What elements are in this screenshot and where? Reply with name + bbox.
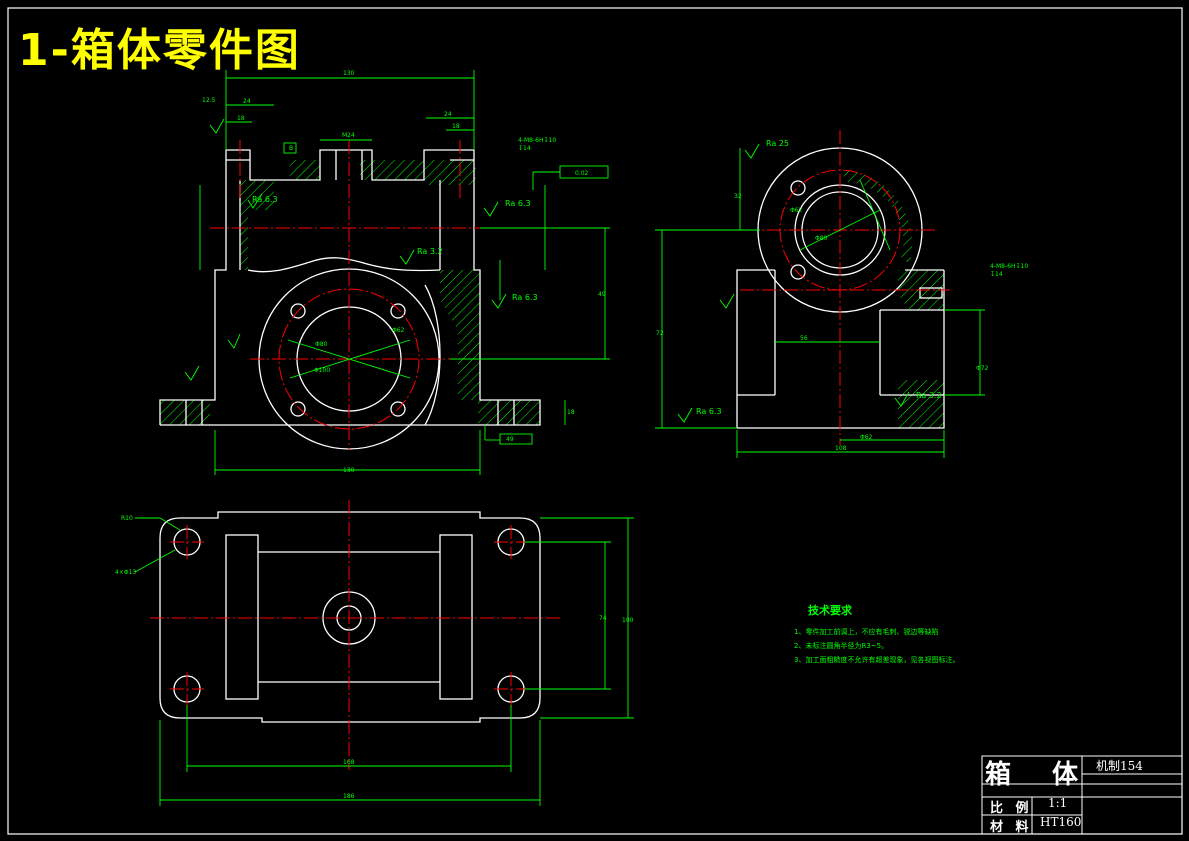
- svg-text:18: 18: [452, 123, 460, 130]
- svg-text:72: 72: [656, 330, 664, 337]
- front-view: 130 24 18 24 18 M24 130 49 18 B 0.02 12.…: [159, 70, 610, 475]
- svg-text:4-M8-6H↧10: 4-M8-6H↧10: [990, 263, 1028, 270]
- svg-text:186: 186: [343, 793, 355, 800]
- svg-text:0.02: 0.02: [575, 170, 589, 177]
- svg-text:Ra 6.3: Ra 6.3: [505, 199, 531, 208]
- top-view-centerlines: [150, 500, 560, 770]
- svg-text:12.5: 12.5: [202, 97, 216, 104]
- svg-text:↧14: ↧14: [518, 145, 531, 152]
- drawing-frame: [7, 7, 1183, 835]
- title-block-lines: [981, 755, 1183, 835]
- svg-text:Φ80: Φ80: [815, 235, 828, 242]
- top-view-outline: [159, 511, 541, 723]
- side-view-roughness: Ra 25 Ra 6.3 Ra 3.2: [696, 139, 942, 416]
- svg-text:Φ62: Φ62: [860, 434, 873, 441]
- svg-text:Ra 3.2: Ra 3.2: [916, 391, 942, 400]
- page-title: 1-箱体零件图: [18, 25, 301, 76]
- front-view-roughness-symbols: [184, 118, 507, 381]
- side-view-roughness-symbols: [677, 143, 910, 423]
- side-view: 72 108 Φ62 56 Φ72 32 Φ80 Φ62 4-M8-6H↧10 …: [655, 130, 1028, 458]
- svg-text:49: 49: [506, 436, 514, 443]
- svg-text:Ra 6.3: Ra 6.3: [512, 293, 538, 302]
- svg-text:Φ72: Φ72: [976, 365, 989, 372]
- svg-text:M24: M24: [342, 132, 355, 139]
- svg-text:49: 49: [598, 291, 606, 298]
- svg-text:56: 56: [800, 335, 808, 342]
- svg-text:Φ80: Φ80: [315, 341, 328, 348]
- svg-text:4-M8-6H↧10: 4-M8-6H↧10: [518, 137, 556, 144]
- svg-text:18: 18: [237, 115, 245, 122]
- title-block-material-value: HT160: [1040, 815, 1082, 829]
- svg-text:18: 18: [567, 409, 575, 416]
- technical-requirement-item-2: 2、未标注圆角半径为R3~5。: [794, 642, 889, 650]
- title-block-part-name-1: 箱: [985, 760, 1012, 790]
- front-view-dimensions: [199, 70, 610, 475]
- svg-text:Ra 6.3: Ra 6.3: [696, 407, 722, 416]
- front-view-hatch: [160, 160, 540, 425]
- svg-text:4×Φ13: 4×Φ13: [115, 569, 136, 576]
- svg-text:32: 32: [734, 193, 742, 200]
- title-block-scale-label: 比 例: [990, 801, 1033, 816]
- svg-text:↧14: ↧14: [990, 271, 1003, 278]
- title-block-scale-value: 1:1: [1048, 796, 1068, 810]
- svg-text:168: 168: [343, 759, 355, 766]
- title-block-drawing-no: 机制154: [1096, 759, 1143, 773]
- top-view: 168 186 74 100 R10 4×Φ13: [115, 500, 634, 806]
- svg-text:R10: R10: [121, 515, 133, 522]
- technical-requirement-item-1: 1、零件加工前调上，不应有毛刺、锐边等缺陷: [794, 628, 939, 636]
- svg-text:B: B: [289, 145, 293, 152]
- front-view-roughness: Ra 6.3 Ra 6.3 Ra 3.2 Ra 6.3: [252, 195, 538, 302]
- side-view-dimensions: [655, 148, 985, 458]
- top-view-dimensions: [134, 517, 634, 806]
- side-view-hatch: [840, 170, 944, 428]
- technical-requirement-item-3: 3、加工面粗糙度不允许有超差现象，见各视图标注。: [794, 656, 960, 664]
- title-block-material-label: 材 料: [990, 820, 1033, 835]
- svg-text:Φ62: Φ62: [392, 327, 405, 334]
- svg-text:24: 24: [444, 111, 452, 118]
- svg-text:100: 100: [622, 617, 634, 624]
- svg-text:108: 108: [835, 445, 847, 452]
- top-view-dim-text: 168 186 74 100 R10 4×Φ13: [115, 515, 634, 800]
- svg-text:130: 130: [343, 70, 355, 77]
- title-block-part-name-2: 体: [1052, 760, 1079, 790]
- svg-text:Φ100: Φ100: [314, 367, 330, 374]
- svg-text:Φ62: Φ62: [790, 207, 803, 214]
- svg-text:Ra 6.3: Ra 6.3: [252, 195, 278, 204]
- side-view-dim-text: 72 108 Φ62 56 Φ72 32 Φ80 Φ62 4-M8-6H↧10 …: [656, 193, 1028, 452]
- svg-text:Ra 25: Ra 25: [766, 139, 789, 148]
- svg-text:130: 130: [343, 467, 355, 474]
- technical-requirements-heading: 技术要求: [808, 604, 852, 617]
- svg-text:Ra 3.2: Ra 3.2: [417, 247, 443, 256]
- front-view-dim-text: 130 24 18 24 18 M24 130 49 18 B 0.02 12.…: [202, 70, 606, 474]
- svg-text:74: 74: [599, 615, 607, 622]
- svg-text:24: 24: [243, 98, 251, 105]
